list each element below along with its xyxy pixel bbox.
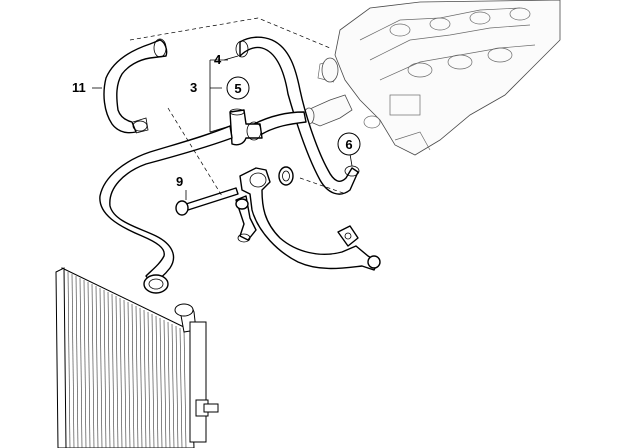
radiator-fin [139,307,143,448]
radiator-fin [79,277,83,448]
radiator-fin [111,293,115,448]
radiator-fin [143,309,147,448]
radiator-fin [103,289,107,448]
reference-dashed-line-top [129,17,331,49]
radiator-fin [107,291,111,448]
callout-5: 5 [226,76,250,100]
svg-text:4: 4 [214,52,222,67]
callout-9: 9 [176,174,183,189]
hose-t-to-engine [253,111,307,135]
radiator-fin [67,271,71,448]
radiator-fin [75,275,79,448]
radiator-fin [167,321,171,448]
radiator-fin [119,297,123,448]
radiator [55,267,219,448]
seal-ring [278,166,294,186]
bolt-part-9 [175,187,239,216]
engine-cylinder-head [303,0,561,156]
radiator-fin [159,317,163,448]
radiator-fin [147,311,151,448]
radiator-fin [115,295,119,448]
radiator-fin [123,299,127,448]
svg-text:11: 11 [72,80,86,95]
radiator-fin [91,283,95,448]
leader-lines [92,55,353,200]
radiator-fin [71,273,75,448]
radiator-fin [99,287,103,448]
water-pipe-assembly [235,167,381,271]
radiator-fin [95,285,99,448]
t-connector-part-3 [229,108,263,146]
radiator-fin [163,319,167,448]
callout-6: 6 [337,132,361,156]
radiator-fin [135,305,139,448]
radiator-fin [183,329,187,448]
reference-dashed-line-low [299,177,347,195]
radiator-fin [155,315,159,448]
radiator-fin [87,281,91,448]
main-hose-to-radiator [99,125,233,294]
svg-text:9: 9 [176,174,183,189]
reference-dashed-line-mid [167,107,223,197]
radiator-fin [175,325,179,448]
svg-text:6: 6 [345,137,352,152]
callout-11: 11 [72,80,86,95]
radiator-fin [127,301,131,448]
svg-text:5: 5 [234,81,241,96]
hose-part-11 [103,38,168,134]
callout-3: 3 [190,80,197,95]
radiator-fin [179,327,183,448]
radiator-fin [171,323,175,448]
callout-4: 4 [214,52,222,67]
svg-text:3: 3 [190,80,197,95]
radiator-fin [151,313,155,448]
radiator-fin [83,279,87,448]
radiator-fin [131,303,135,448]
